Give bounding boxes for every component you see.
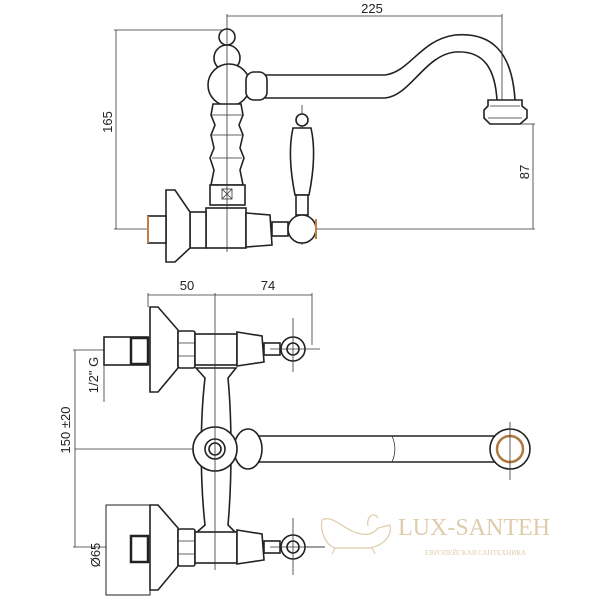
column <box>207 28 268 206</box>
watermark-brand: LUX-SANTEH <box>398 515 550 541</box>
bathtub-icon <box>320 514 391 555</box>
dim-165-label: 165 <box>100 111 115 133</box>
valve-body <box>147 189 289 263</box>
spout <box>265 33 528 125</box>
dim-74-label: 74 <box>261 278 275 293</box>
dim-50-label: 50 <box>180 278 194 293</box>
dimension-50-74: 50 74 <box>147 278 313 345</box>
dim-87-label: 87 <box>517 165 532 179</box>
front-view: 50 74 150 ±20 1/2" G Ø65 <box>58 278 531 596</box>
dim-225-label: 225 <box>361 1 383 16</box>
top-inlet <box>103 306 320 393</box>
bottom-inlet <box>105 504 325 596</box>
lever-handle <box>287 105 317 245</box>
watermark-logo: LUX-SANTEH ЕВРОПЕЙСКАЯ САНТЕХНИКА <box>320 514 550 557</box>
dimension-87: 87 <box>517 123 535 229</box>
dim-150-label: 150 ±20 <box>58 407 73 454</box>
watermark-tagline: ЕВРОПЕЙСКАЯ САНТЕХНИКА <box>425 549 526 557</box>
dim-thread-label: 1/2" G <box>86 357 101 393</box>
side-view: 225 165 87 <box>100 1 535 263</box>
front-spout <box>192 422 531 480</box>
dim-flange-label: Ø65 <box>88 543 103 568</box>
dimension-225: 225 <box>226 1 503 110</box>
